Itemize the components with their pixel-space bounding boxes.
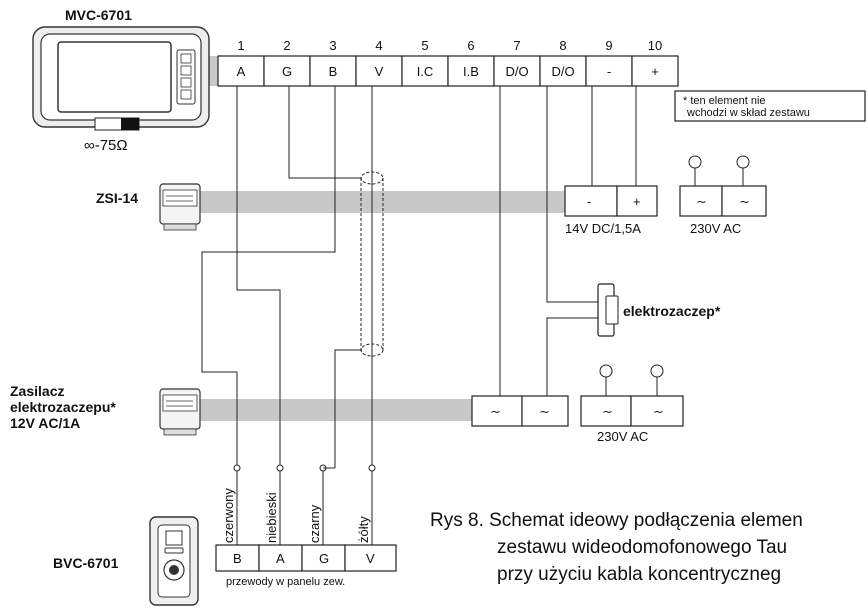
terminal-label-5: I.C [417, 64, 434, 79]
impedance-label: ∞-75Ω [84, 137, 128, 154]
terminal-label-8: D/O [551, 64, 574, 79]
panel-wire-label-4: żółty [356, 516, 371, 543]
panel-terminal-block [215, 544, 397, 572]
zasilacz-out-2: ∼ [539, 404, 550, 419]
terminal-numbers: 1 2 3 4 5 6 7 8 9 10 [237, 38, 662, 53]
panel-terminal-3: G [319, 551, 329, 566]
panel-device [149, 516, 199, 606]
terminal-cell-1 [217, 55, 265, 87]
ac-bottom-block [580, 364, 684, 427]
terminal-number-10: 10 [648, 38, 662, 53]
terminal-number-3: 3 [329, 38, 336, 53]
psu-minus: - [587, 194, 591, 209]
psu-plus: + [633, 194, 641, 209]
terminal-label-6: I.B [463, 64, 479, 79]
zasilacz-out-1: ∼ [490, 404, 501, 419]
zasilacz-label-3: 12V AC/1A [10, 415, 80, 431]
wire-strike-return [546, 317, 600, 400]
ac-top-symbol-1: ∼ [696, 194, 707, 209]
terminal-number-4: 4 [375, 38, 382, 53]
terminal-label-2: G [282, 64, 292, 79]
coax-cable [360, 171, 384, 357]
terminal-cell-8 [539, 55, 587, 87]
zasilacz-label-2: elektrozaczepu* [10, 399, 116, 415]
panel-caption: przewody w panelu zew. [226, 576, 345, 588]
note-line-2: wchodzi w skład zestawu [686, 107, 810, 119]
panel-terminal-4: V [366, 551, 375, 566]
panel-terminal-2: A [276, 551, 285, 566]
strike-label: elektrozaczep* [623, 303, 721, 319]
ac-top-symbol-2: ∼ [739, 194, 750, 209]
panel-wire-label-1: czerwony [221, 488, 236, 543]
terminal-label-1: A [237, 64, 246, 79]
terminal-number-1: 1 [237, 38, 244, 53]
terminal-label-7: D/O [505, 64, 528, 79]
ac-bottom-label: 230V AC [597, 429, 648, 444]
impedance-switch [94, 117, 140, 131]
figure-caption-1: Rys 8. Schemat ideowy podłączenia elemen [430, 510, 803, 531]
zasilacz-label-1: Zasilacz [10, 383, 64, 399]
terminal-cell-5 [401, 55, 449, 87]
wire-b [201, 86, 336, 468]
ac-bottom-symbol-2: ∼ [653, 404, 664, 419]
terminal-cell-6 [447, 55, 495, 87]
terminal-number-9: 9 [605, 38, 612, 53]
terminal-cell-3 [309, 55, 357, 87]
terminal-number-7: 7 [513, 38, 520, 53]
psu-label: 14V DC/1,5A [565, 221, 641, 236]
strike-device [597, 283, 619, 337]
note-line-1: * ten element nie [683, 95, 766, 107]
terminal-number-2: 2 [283, 38, 290, 53]
terminal-cell-10 [631, 55, 679, 87]
terminal-label-4: V [375, 64, 384, 79]
figure-caption-3: przy użyciu kabla koncentryczneg [497, 564, 781, 585]
monitor-device [32, 26, 210, 128]
wire-a [236, 86, 281, 468]
panel-wire-label-2: niebieski [264, 492, 279, 543]
ac-top-label: 230V AC [690, 221, 741, 236]
terminal-number-6: 6 [467, 38, 474, 53]
terminal-cell-4 [355, 55, 403, 87]
zasilacz-out-block [471, 395, 569, 427]
wire-junctions [233, 464, 376, 472]
terminal-number-8: 8 [559, 38, 566, 53]
terminal-number-5: 5 [421, 38, 428, 53]
wire-panel-legs [236, 471, 373, 545]
ac-bottom-symbol-1: ∼ [602, 404, 613, 419]
zasilacz-band [196, 399, 472, 421]
zsi-device [159, 183, 201, 231]
terminal-label-10: + [651, 64, 659, 79]
terminal-block: A G B V I.C I.B D/O D/O - + [217, 55, 679, 87]
zsi-label: ZSI-14 [96, 190, 138, 206]
wire-do-8 [546, 86, 600, 303]
psu-block [564, 185, 658, 217]
monitor-label: MVC-6701 [65, 7, 132, 23]
terminal-label-9: - [607, 64, 611, 79]
zasilacz-device [159, 388, 201, 436]
panel-wire-label-3: czarny [307, 504, 322, 543]
figure-caption-2: zestawu wideodomofonowego Tau [497, 537, 787, 558]
panel-terminal-1: B [233, 551, 242, 566]
ac-top-block [679, 155, 767, 217]
wire-g-down [334, 349, 362, 468]
terminal-label-3: B [329, 64, 338, 79]
zsi-band [196, 191, 566, 213]
wire-g [288, 86, 362, 179]
note-box [674, 90, 866, 122]
panel-label: BVC-6701 [53, 555, 119, 571]
